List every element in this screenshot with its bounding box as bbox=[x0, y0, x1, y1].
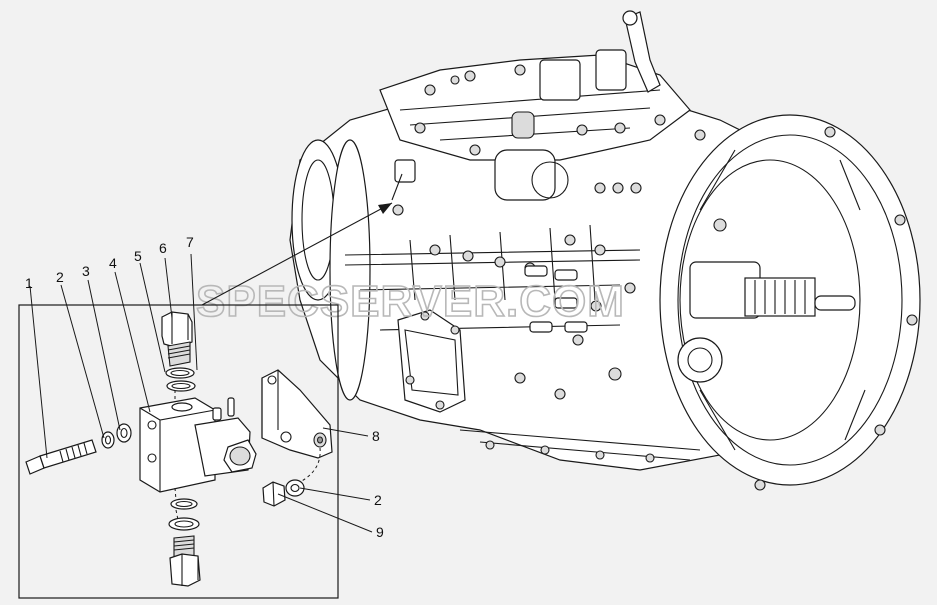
callout-3: 3 bbox=[82, 263, 90, 279]
callout-5: 5 bbox=[134, 248, 142, 264]
part-seal-washer-lower bbox=[168, 517, 200, 531]
callout-2: 2 bbox=[56, 269, 64, 285]
input-shaft bbox=[689, 261, 856, 319]
assembly-guide-lines bbox=[174, 390, 321, 521]
callout-1: 1 bbox=[25, 275, 33, 291]
callout-7: 7 bbox=[186, 234, 194, 250]
main-housing bbox=[344, 224, 723, 463]
detail-frame bbox=[18, 304, 339, 599]
part-valve-body bbox=[139, 397, 257, 493]
transmission-assembly bbox=[289, 10, 921, 491]
detail-inset: 1 2 3 4 5 6 7 8 2 9 bbox=[18, 202, 393, 599]
callout-6: 6 bbox=[159, 240, 167, 256]
part-bolt bbox=[25, 439, 97, 475]
part-seal-ring-lower bbox=[170, 498, 198, 510]
location-arrow-line bbox=[201, 202, 393, 306]
part-seal-ring-upper bbox=[165, 367, 195, 379]
part-fitting-top bbox=[161, 311, 193, 367]
part-seal-washer-upper bbox=[166, 380, 196, 392]
location-arrowhead bbox=[378, 203, 392, 214]
part-flat-washer bbox=[116, 423, 132, 443]
callout-4: 4 bbox=[109, 255, 117, 271]
part-spring-washer-lower bbox=[285, 479, 305, 497]
callout-8: 8 bbox=[372, 428, 380, 444]
part-bracket bbox=[261, 369, 333, 459]
part-fitting-bottom bbox=[169, 535, 201, 587]
part-nut bbox=[262, 481, 286, 507]
callout-2-lower: 2 bbox=[374, 492, 382, 508]
leader-lines bbox=[29, 253, 373, 533]
callout-9: 9 bbox=[376, 524, 384, 540]
watermark-text: SPECSERVER.COM bbox=[196, 277, 625, 326]
part-spring-washer bbox=[101, 431, 115, 449]
shift-cover bbox=[379, 10, 691, 216]
